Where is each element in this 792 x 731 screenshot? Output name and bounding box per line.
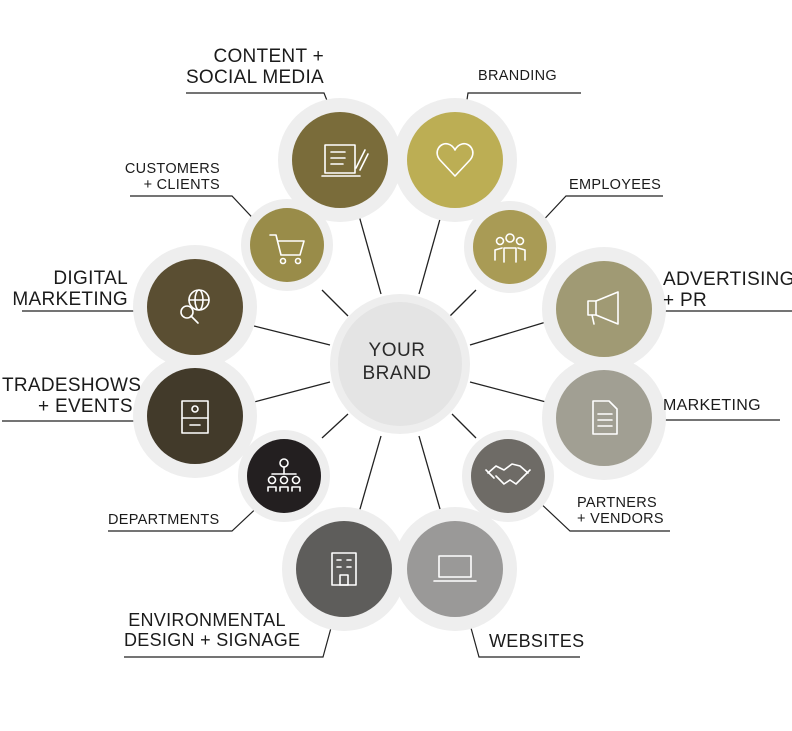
- label-customers-clients: CUSTOMERS + CLIENTS: [90, 161, 220, 193]
- label-advertising-pr: ADVERTISING + PR: [663, 269, 792, 312]
- connector-employees: [449, 289, 477, 317]
- label-advertising-line1: ADVERTISING: [663, 269, 792, 290]
- label-digital-marketing: DIGITAL MARKETING: [10, 268, 128, 311]
- newspaper-edit-icon: [321, 144, 369, 177]
- connector-digital: [253, 325, 331, 346]
- node-digital-marketing: [147, 259, 243, 355]
- document-icon: [592, 400, 618, 435]
- label-marketing: MARKETING: [663, 397, 761, 415]
- node-marketing: [556, 370, 652, 466]
- center-line2: BRAND: [362, 362, 432, 384]
- connector-advertising: [469, 321, 547, 346]
- building-icon: [331, 552, 357, 586]
- label-content-social: CONTENT + SOCIAL MEDIA: [160, 46, 324, 89]
- connector-environmental: [357, 435, 382, 517]
- label-partners-line1: PARTNERS: [577, 495, 658, 511]
- label-partners-line2: + VENDORS: [577, 511, 664, 528]
- label-environmental-line1: ENVIRONMENTAL: [128, 610, 286, 630]
- label-environmental-line2: DESIGN + SIGNAGE: [124, 630, 301, 651]
- center-label: YOUR BRAND: [332, 340, 462, 386]
- label-websites-line1: WEBSITES: [489, 631, 585, 651]
- label-marketing-line1: MARKETING: [663, 397, 761, 414]
- connector-tradeshows: [253, 381, 331, 403]
- laptop-icon: [433, 555, 477, 582]
- connector-marketing: [469, 381, 547, 403]
- globe-search-icon: [180, 289, 210, 324]
- megaphone-icon: [587, 291, 619, 325]
- handshake-icon: [485, 463, 531, 485]
- center-circle: [338, 302, 462, 426]
- connector-websites: [418, 435, 443, 517]
- people-group-icon: [494, 233, 526, 263]
- connector-partners: [451, 413, 477, 439]
- shopping-cart-icon: [269, 234, 305, 265]
- label-advertising-line2: + PR: [663, 290, 707, 312]
- org-chart-icon: [267, 458, 301, 492]
- label-websites: WEBSITES: [489, 631, 584, 651]
- connector-content: [357, 211, 382, 295]
- label-employees: EMPLOYEES: [569, 177, 661, 193]
- label-branding-line1: BRANDING: [478, 68, 557, 84]
- node-tradeshows-events: [147, 368, 243, 464]
- node-advertising-pr: [556, 261, 652, 357]
- label-tradeshows-line2: + EVENTS: [38, 396, 133, 418]
- node-branding: [407, 112, 503, 208]
- node-partners-vendors: [471, 439, 545, 513]
- center-line1: YOUR: [368, 340, 426, 361]
- label-digital-line1: DIGITAL: [53, 268, 128, 289]
- label-customers-line1: CUSTOMERS: [124, 161, 220, 177]
- label-tradeshows-events: TRADESHOWS + EVENTS: [2, 375, 141, 418]
- label-partners-vendors: PARTNERS + VENDORS: [577, 495, 664, 527]
- heart-icon: [436, 142, 474, 177]
- booth-icon: [181, 400, 209, 434]
- label-content-social-line1: CONTENT +: [213, 46, 324, 67]
- node-websites: [407, 521, 503, 617]
- node-customers-clients: [250, 208, 324, 282]
- label-digital-line2: MARKETING: [12, 289, 128, 311]
- node-employees: [473, 210, 547, 284]
- connector-branding: [418, 211, 443, 295]
- label-departments-line1: DEPARTMENTS: [108, 512, 220, 528]
- label-content-social-line2: SOCIAL MEDIA: [185, 67, 324, 89]
- label-branding: BRANDING: [478, 68, 557, 84]
- connector-customers: [321, 289, 349, 317]
- label-customers-line2: + CLIENTS: [143, 177, 220, 194]
- node-content-social: [292, 112, 388, 208]
- label-departments: DEPARTMENTS: [108, 512, 220, 528]
- label-environmental-signage: ENVIRONMENTAL DESIGN + SIGNAGE: [124, 610, 301, 651]
- label-tradeshows-line1: TRADESHOWS: [2, 375, 142, 396]
- connector-departments: [321, 413, 349, 439]
- label-employees-line1: EMPLOYEES: [569, 177, 662, 193]
- node-environmental-signage: [296, 521, 392, 617]
- connector-lines: [253, 211, 547, 517]
